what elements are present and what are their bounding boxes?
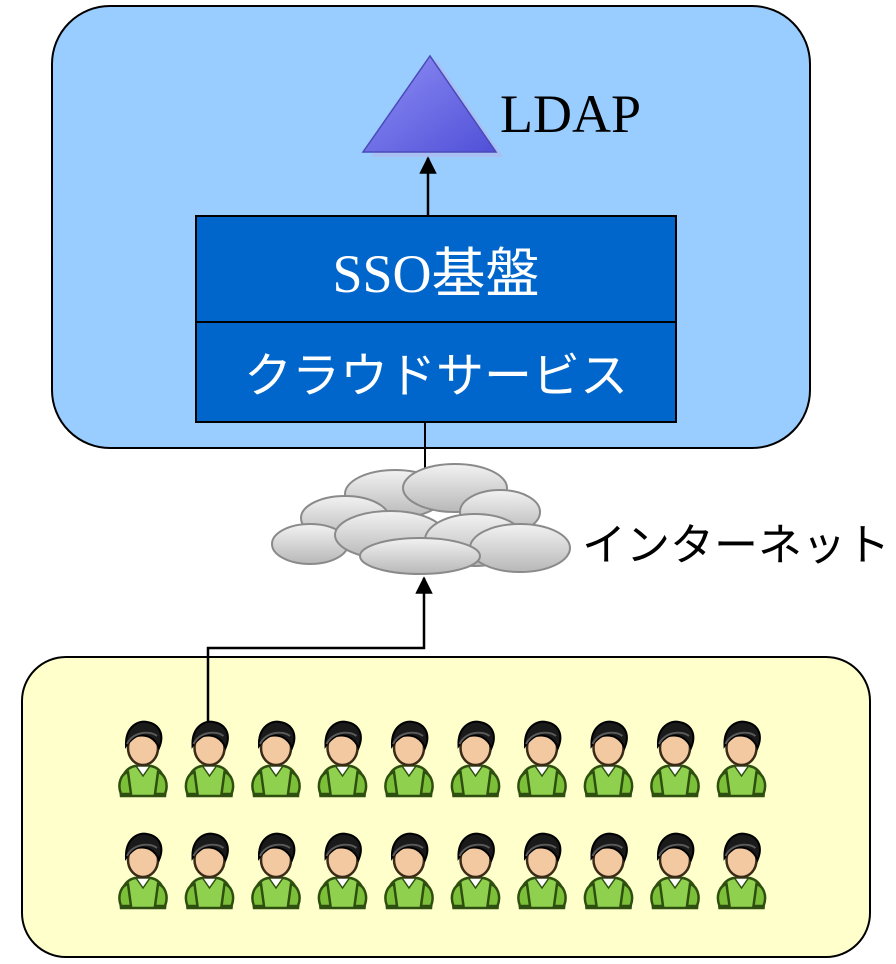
internet-cloud-icon [271,463,571,575]
internet-label: インターネット [582,520,890,571]
cloud-service-box [195,321,677,423]
sso-label: SSO基盤 [332,244,539,304]
users-to-internet-arrow [206,576,433,728]
ldap-triangle-icon [361,54,503,157]
client-panel [21,656,871,958]
cloud-service-label: クラウドサービス [244,348,628,404]
ldap-label: LDAP [500,84,641,144]
